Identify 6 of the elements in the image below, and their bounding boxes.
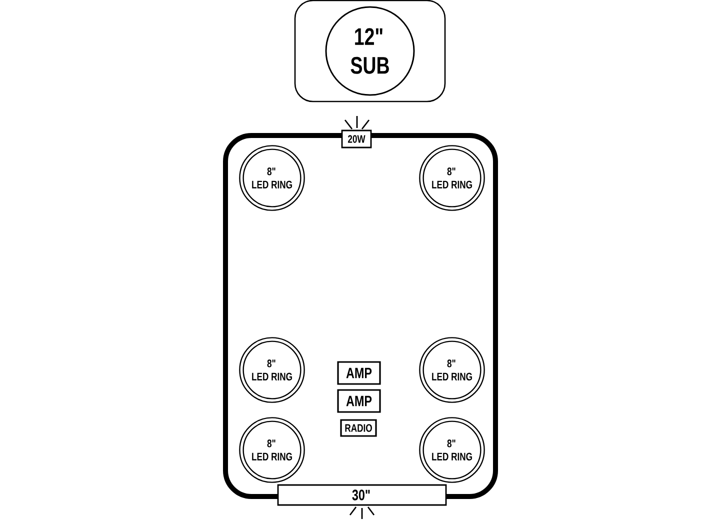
light-bar: 30" [277,484,447,506]
enclosure-box [294,0,446,102]
amplifier-box: AMP [337,361,381,385]
amplifier-box: AMP [337,389,381,413]
rating-box: 20W [341,130,372,148]
radio-box: RADIO [340,419,377,437]
